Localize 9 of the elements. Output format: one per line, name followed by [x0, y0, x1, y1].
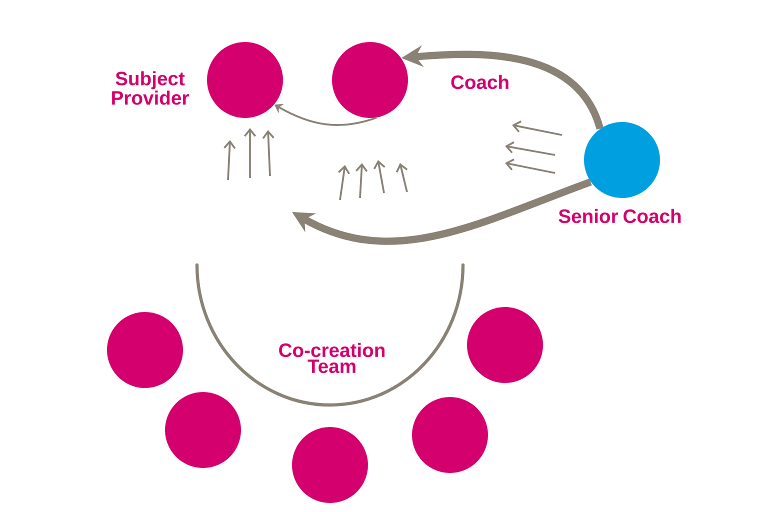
- circle: [165, 392, 241, 468]
- circle: [467, 307, 543, 383]
- label: Senior Coach: [558, 208, 681, 224]
- circle: [107, 312, 183, 388]
- label: Coach: [451, 74, 508, 90]
- circle: [292, 427, 368, 503]
- label: Co-creation Team: [279, 342, 385, 374]
- circle: [412, 397, 488, 473]
- label: Subject Provider: [112, 71, 189, 105]
